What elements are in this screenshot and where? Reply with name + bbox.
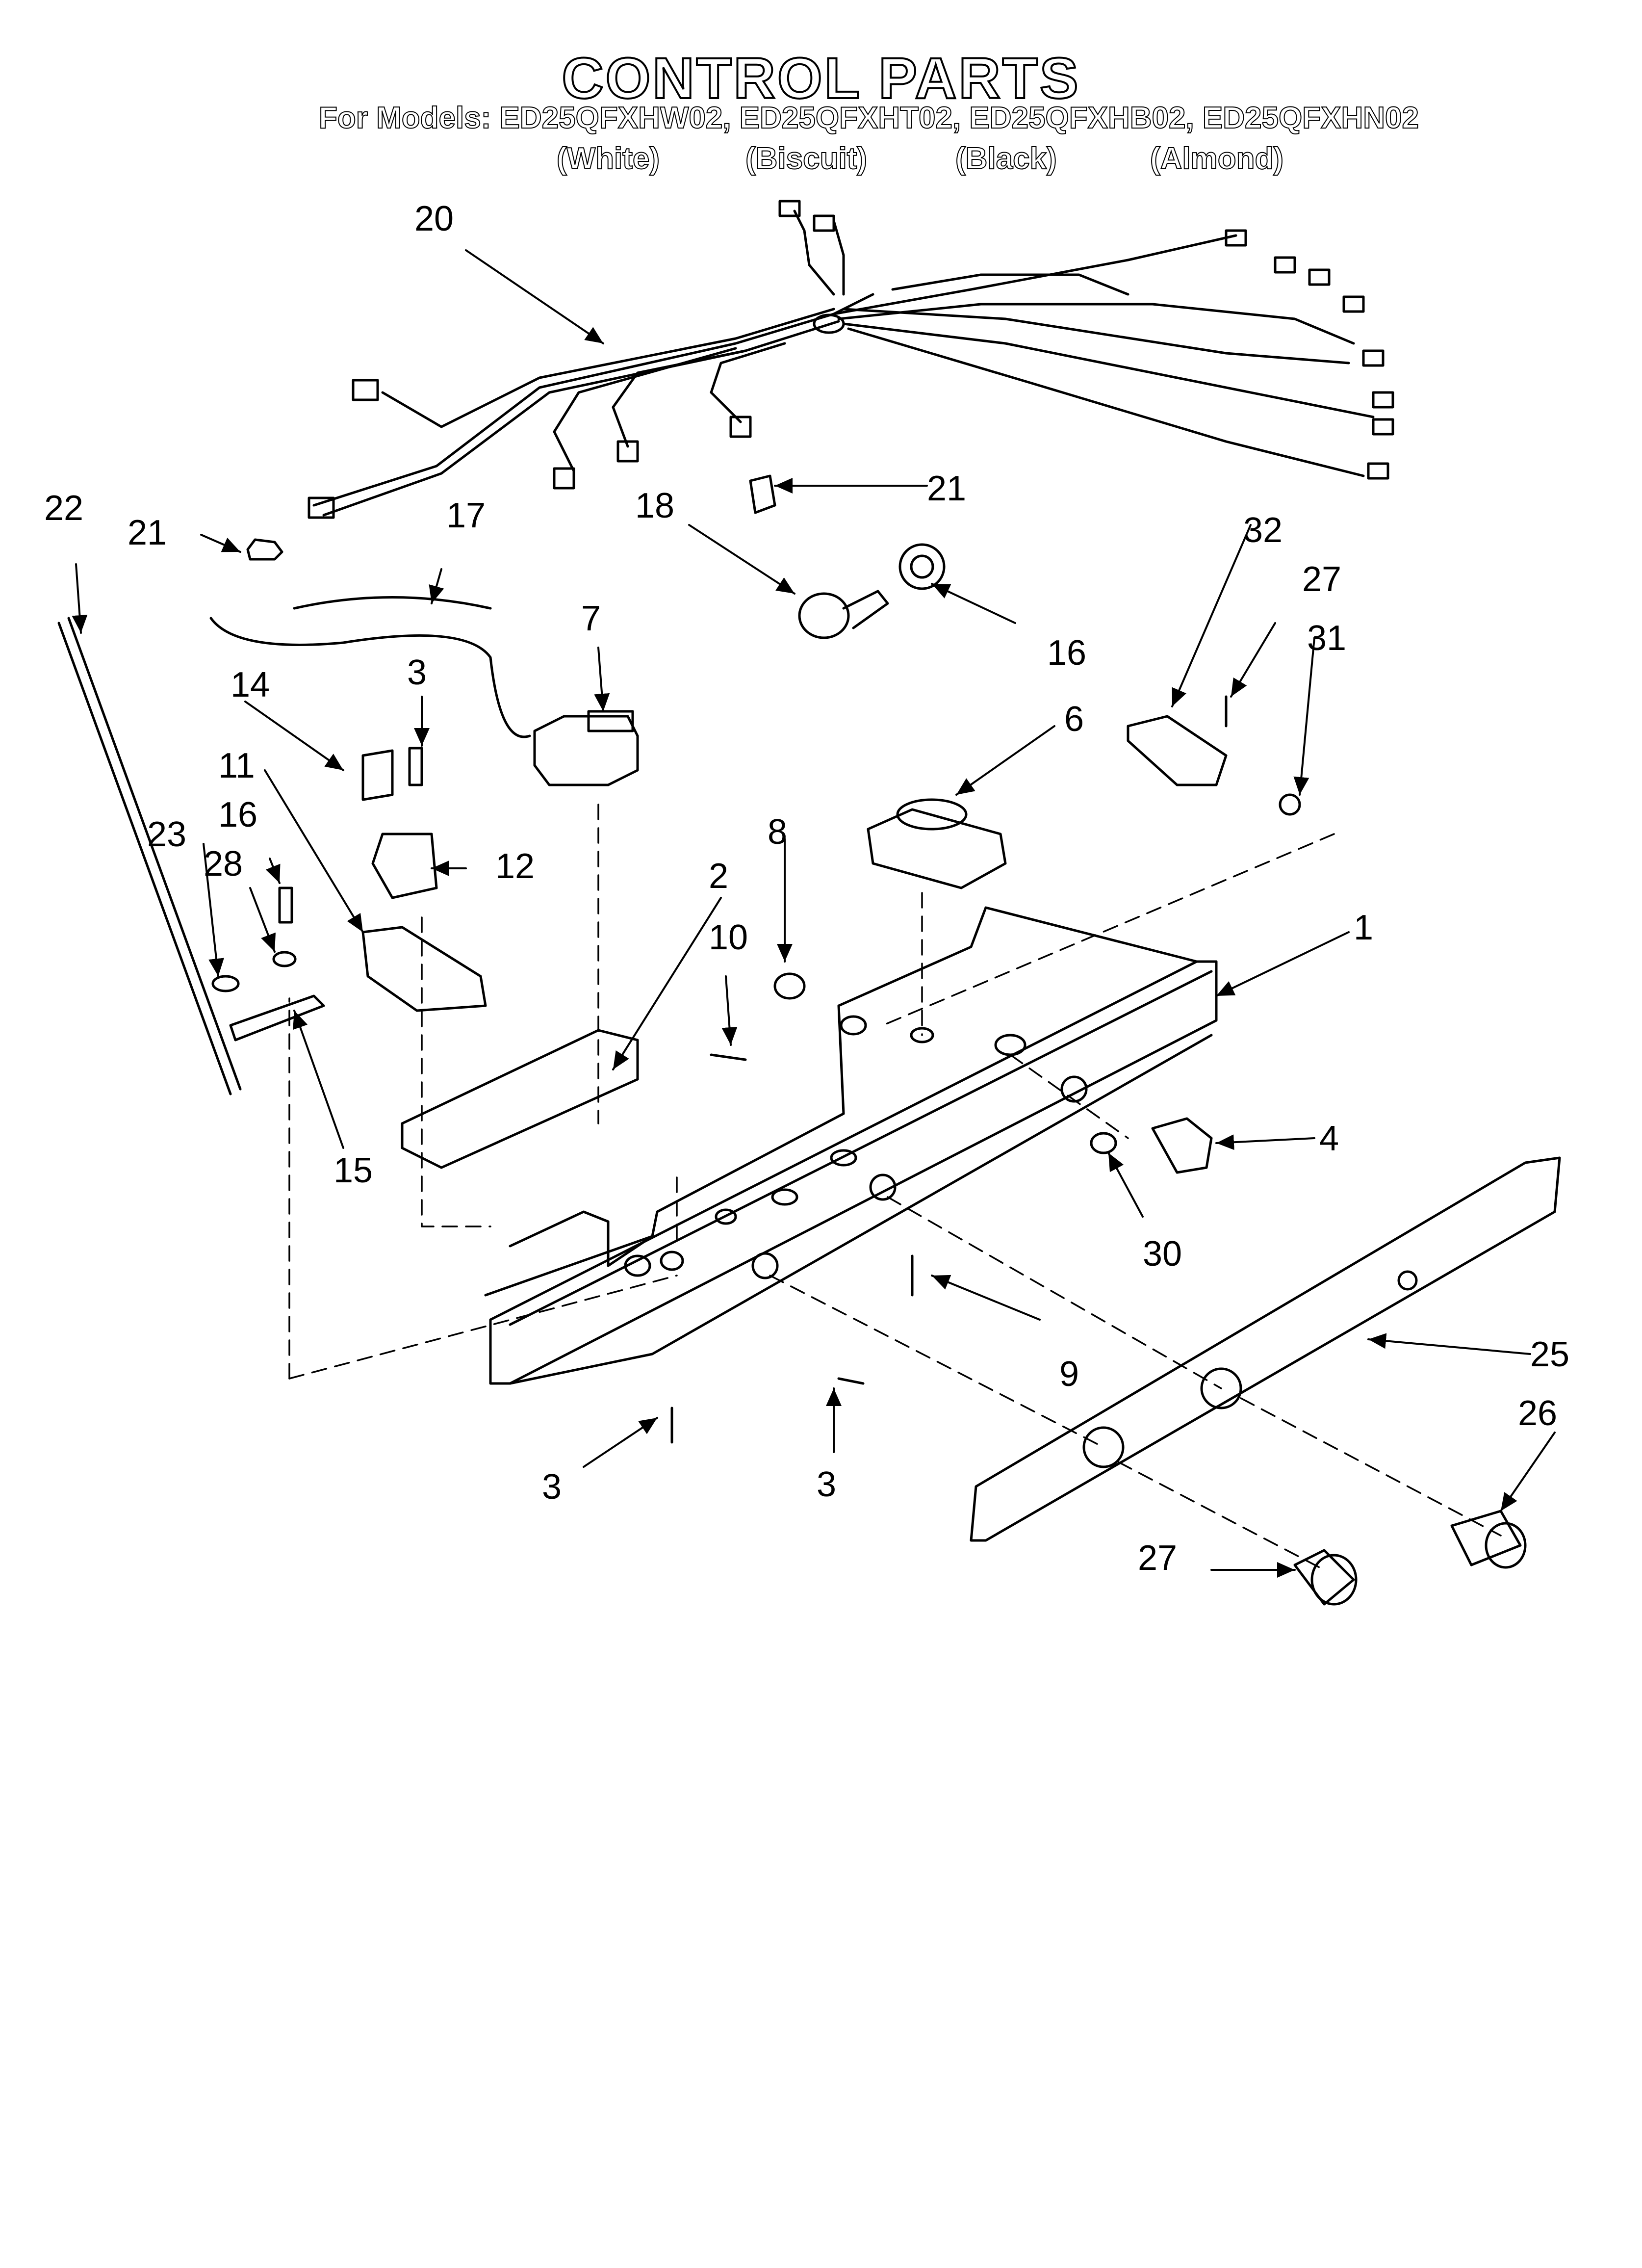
- callout-16: 16: [218, 795, 258, 834]
- callout-15: 15: [334, 1151, 373, 1190]
- callout-8: 8: [768, 812, 788, 852]
- washer-29: [272, 951, 297, 967]
- panel-25: [970, 1156, 1561, 1542]
- callout-24: 23: [147, 815, 187, 854]
- callout-9: 7: [581, 599, 601, 638]
- callout-11: 11: [218, 746, 255, 785]
- screw-3a: [408, 747, 423, 786]
- lamp-30: [1090, 1132, 1117, 1154]
- callout-20: 20: [414, 199, 454, 238]
- clip-21: [749, 474, 776, 514]
- callout-10: 10: [709, 918, 748, 957]
- callout-12: 12: [495, 847, 535, 886]
- thermostat-9: [533, 715, 639, 786]
- screw-16: [278, 886, 293, 924]
- clip-31: [1279, 793, 1301, 816]
- callout-4: 4: [1319, 1119, 1339, 1158]
- models-line: For Models: ED25QFXHW02, ED25QFXHT02, ED…: [318, 101, 1419, 135]
- tube-18: [293, 596, 492, 610]
- callout-1: 1: [1354, 908, 1374, 947]
- screw-3c: [837, 1377, 865, 1385]
- damper-11: [361, 926, 487, 1012]
- callout-30: 30: [1143, 1234, 1182, 1274]
- callout-28: 27: [1302, 560, 1342, 599]
- callout-23: 22: [44, 489, 84, 528]
- callout-3-right: 3: [817, 1465, 837, 1504]
- bulb-19: [798, 592, 850, 639]
- callout-2: 2: [709, 857, 729, 896]
- callout-3-left: 3: [542, 1467, 562, 1507]
- callout-14: 14: [231, 665, 270, 704]
- board-32: [1127, 715, 1228, 786]
- plug-8: [773, 972, 806, 1000]
- variant-biscuit: (Biscuit): [745, 141, 868, 176]
- callout-29: 28: [204, 844, 243, 884]
- insulation-14: [361, 749, 394, 801]
- switch-4: [1151, 1117, 1213, 1174]
- callout-19: 18: [635, 486, 675, 525]
- variant-black: (Black): [955, 141, 1057, 176]
- wire-harness: [308, 200, 1394, 519]
- callout-31: 31: [1307, 619, 1347, 658]
- callout-18: 17: [446, 496, 486, 535]
- bracket-22: [246, 538, 283, 561]
- socket-17: [898, 543, 946, 590]
- callout-6: 6: [1064, 700, 1084, 739]
- bracket-2: [401, 1029, 639, 1169]
- screw-10: [710, 1053, 747, 1061]
- capillary: [209, 617, 531, 738]
- callout-32: 32: [1243, 511, 1283, 550]
- washer-24: [211, 975, 240, 992]
- callout-25: 25: [1530, 1335, 1570, 1374]
- defrost-timer-6: [867, 808, 1007, 889]
- variant-white: (White): [556, 141, 660, 176]
- arm-15: [229, 994, 325, 1042]
- callout-17: 16: [1047, 633, 1087, 673]
- callout-21: 21: [927, 469, 967, 508]
- callout-26: 26: [1518, 1394, 1558, 1433]
- callout-3-top: 3: [407, 653, 427, 692]
- rod-23: [57, 622, 232, 1095]
- control-housing: [484, 906, 1218, 1385]
- callout-27: 27: [1138, 1538, 1178, 1578]
- knob-26: [1450, 1510, 1522, 1566]
- bracket-12: [371, 833, 438, 899]
- callout-7: 9: [1059, 1355, 1079, 1394]
- page-title: CONTROL PARTS: [561, 45, 1080, 112]
- callout-22: 21: [128, 513, 167, 552]
- variant-almond: (Almond): [1150, 141, 1284, 176]
